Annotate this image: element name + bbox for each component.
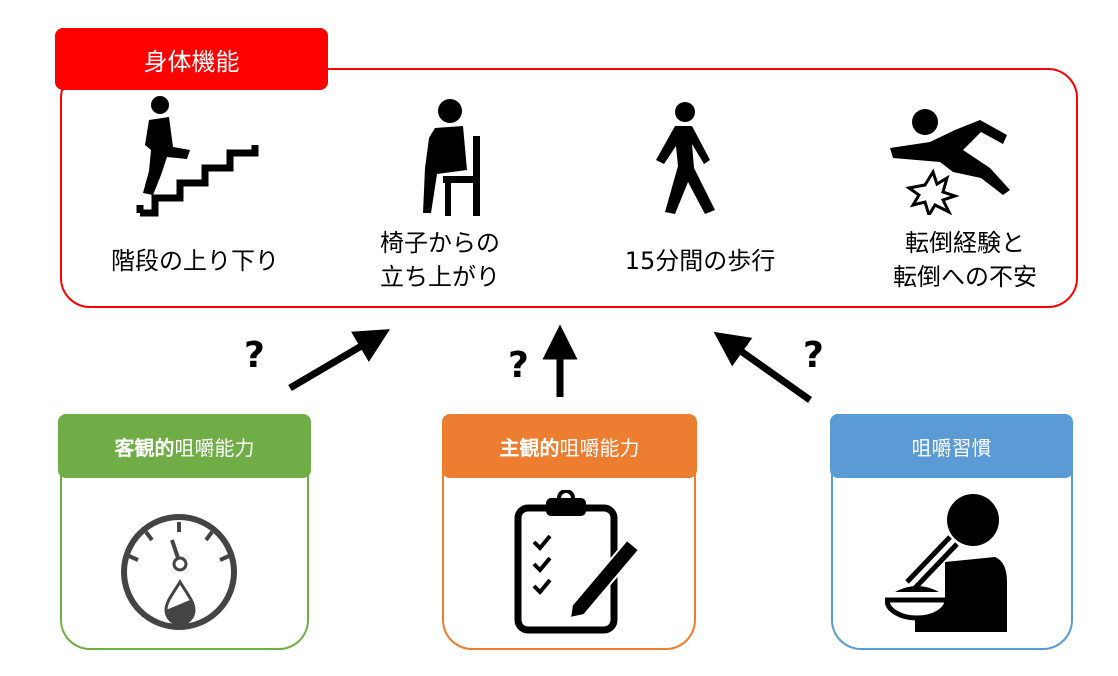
arrow-habit <box>713 331 813 403</box>
question-mark-1: ? <box>244 335 265 376</box>
physical-function-header: 身体機能 <box>55 28 328 90</box>
arrow-objective <box>288 329 391 392</box>
chewing-habit-header: 咀嚼習慣 <box>830 414 1073 478</box>
subjective-chewing-card <box>442 440 696 650</box>
objective-chewing-card <box>60 440 309 650</box>
label-stairs: 階段の上り下り <box>111 247 279 275</box>
physical-function-title: 身体機能 <box>143 47 240 76</box>
sitting-chair-icon <box>423 99 480 216</box>
falling-person-icon <box>890 109 1010 215</box>
question-mark-3: ? <box>803 335 824 376</box>
objective-chewing-header: 客観的咀嚼能力 <box>58 414 311 478</box>
label-stand-up: 椅子からの立ち上がり <box>380 229 500 291</box>
physical-function-box <box>60 68 1078 308</box>
clipboard-checklist-icon <box>514 490 641 634</box>
label-falls: 転倒経験と転倒への不安 <box>893 229 1037 291</box>
gauge-icon <box>121 514 237 630</box>
subjective-chewing-header: 主観的咀嚼能力 <box>442 414 697 478</box>
question-mark-2: ? <box>508 345 529 386</box>
label-walking: 15分間の歩行 <box>624 247 776 275</box>
stairs-climbing-icon <box>136 96 259 217</box>
walking-person-icon <box>656 102 715 214</box>
chewing-habit-card <box>831 440 1073 650</box>
person-eating-icon <box>885 494 1007 632</box>
